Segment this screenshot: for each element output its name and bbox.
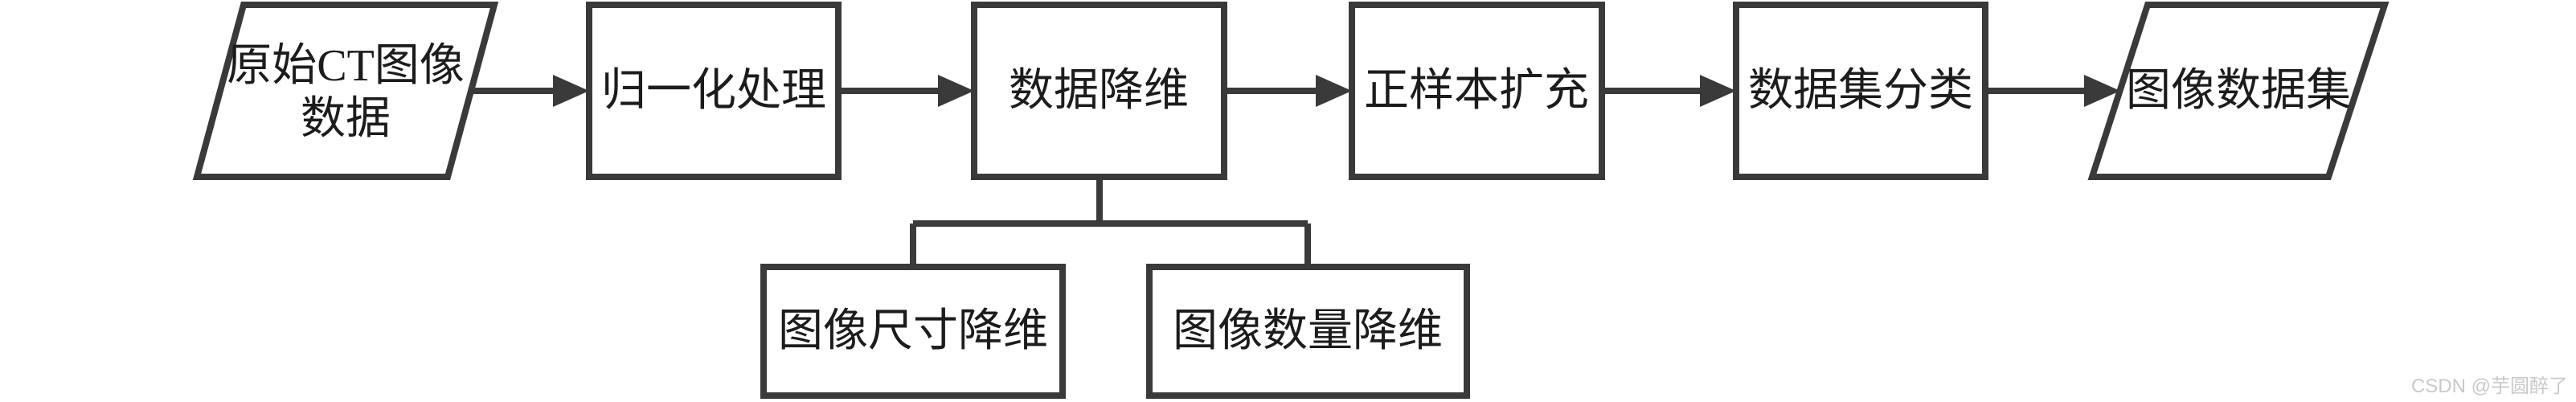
connector-tree: [910, 177, 1311, 267]
parallelogram-image-dataset: [2087, 1, 2390, 180]
node-label-image-dataset: 图像数据集: [2126, 66, 2351, 116]
node-label-dataset-classify: 数据集分类: [1748, 66, 1973, 116]
flow-node-count-reduce: 图像数量降维: [1146, 264, 1470, 399]
arrowhead-icon: [938, 75, 974, 107]
parallelogram-source-data: [192, 2, 499, 180]
arrowhead-icon: [553, 75, 589, 107]
flow-node-positive-expand: 正样本扩充: [1349, 2, 1605, 180]
flow-node-size-reduce: 图像尺寸降维: [760, 264, 1066, 399]
flow-node-source-data: 原始CT图像 数据: [192, 2, 499, 180]
flow-node-normalize: 归一化处理: [586, 2, 842, 180]
arrow-source-to-normalize: [471, 75, 589, 107]
node-label-normalize: 归一化处理: [601, 66, 826, 116]
flow-node-dim-reduce: 数据降维: [971, 2, 1227, 180]
node-label-source-data-line2: 数据: [301, 94, 391, 144]
node-label-source-data-line1: 原始CT图像: [227, 41, 465, 91]
arrow-positive-expand-to-classify: [1602, 75, 1736, 107]
arrowhead-icon: [1700, 75, 1736, 107]
rect-count-reduce: [1146, 264, 1470, 399]
arrowhead-icon: [1316, 75, 1352, 107]
watermark-text: CSDN @芋圆醉了: [2411, 375, 2568, 397]
arrow-dim-reduce-to-positive-expand: [1224, 75, 1352, 107]
arrowhead-icon: [2084, 75, 2120, 107]
node-label-size-reduce: 图像尺寸降维: [778, 306, 1048, 356]
flow-node-image-dataset: 图像数据集: [2087, 1, 2390, 180]
node-label-dim-reduce: 数据降维: [1009, 66, 1189, 116]
rect-dataset-classify: [1733, 2, 1988, 180]
flow-node-dataset-classify: 数据集分类: [1733, 2, 1988, 180]
rect-size-reduce: [760, 264, 1066, 399]
node-label-positive-expand: 正样本扩充: [1364, 66, 1589, 116]
arrow-classify-to-image-dataset: [1985, 75, 2120, 107]
arrow-normalize-to-dim-reduce: [838, 75, 974, 107]
node-label-count-reduce: 图像数量降维: [1173, 306, 1443, 356]
rect-positive-expand: [1349, 2, 1605, 180]
